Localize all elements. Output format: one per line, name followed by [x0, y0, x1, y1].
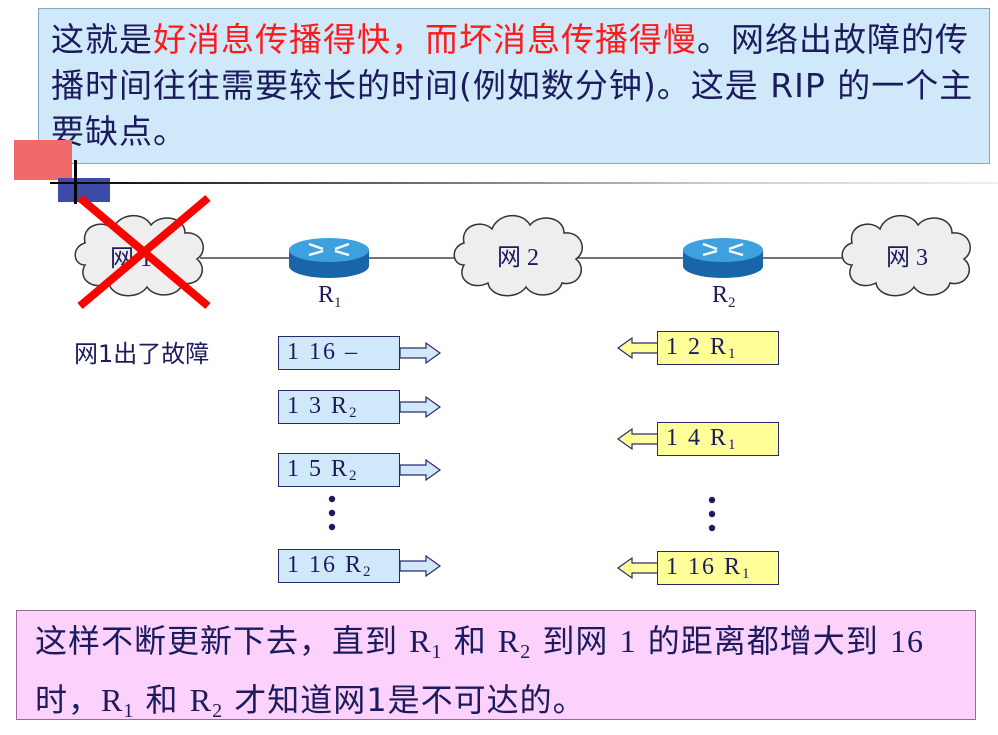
- arrow-left-icon: [616, 427, 659, 451]
- arrow-right-icon: [399, 458, 442, 482]
- bottom-r2-sub: 2: [520, 641, 532, 663]
- entry-net: 1: [287, 393, 301, 419]
- arrow-left-icon: [616, 336, 659, 360]
- entry-next-hop: R: [345, 552, 364, 578]
- router-r2-name: R: [712, 282, 728, 308]
- router-r2-label: R2: [712, 282, 736, 311]
- router-r2-sub: 2: [728, 295, 736, 311]
- entry-next-hop-sub: 1: [742, 566, 750, 582]
- bottom-r2: R: [497, 623, 521, 659]
- entry-distance: 5: [309, 456, 323, 482]
- slide-accent-red: [14, 140, 72, 180]
- r2-update-entry: 1 4 R1: [657, 422, 779, 456]
- bottom-r2b-sub: 2: [212, 700, 224, 722]
- entry-distance: 16: [309, 339, 337, 365]
- bottom-text-t1: 这样不断更新下去，直到: [35, 622, 410, 660]
- bottom-num1: 1: [619, 623, 637, 659]
- bottom-explanation-box: 这样不断更新下去，直到 R1 和 R2 到网 1 的距离都增大到 16 时，R1…: [16, 610, 976, 722]
- slide-accent-vline: [74, 160, 77, 204]
- slide-divider-line: [50, 182, 998, 184]
- entry-next-hop-sub: 1: [728, 437, 736, 453]
- arrow-right-icon: [399, 341, 442, 365]
- bottom-r1b: R: [101, 682, 124, 718]
- entry-next-hop: –: [345, 339, 359, 365]
- router-icon: [289, 238, 369, 278]
- entry-net: 1: [287, 552, 301, 578]
- router-r1-label: R1: [318, 282, 342, 311]
- entry-distance: 3: [309, 393, 323, 419]
- entry-next-hop-sub: 2: [349, 405, 357, 421]
- top-explanation-box: 这就是好消息传播得快，而坏消息传播得慢。网络出故障的传播时间往往需要较长的时间(…: [38, 8, 990, 164]
- r1-update-entry: 1 16 R2: [278, 549, 400, 583]
- r1-update-entry: 1 5 R2: [278, 453, 400, 487]
- arrow-left-icon: [616, 556, 659, 580]
- cloud-net2: [453, 215, 583, 297]
- r1-update-entry: 1 3 R2: [278, 390, 400, 424]
- bottom-r1-sub: 1: [431, 641, 443, 663]
- bottom-text-t3: 到网: [531, 622, 620, 660]
- entry-next-hop-sub: 2: [363, 564, 371, 580]
- entry-next-hop: R: [331, 393, 350, 419]
- entry-net: 1: [666, 554, 680, 580]
- bottom-text-t2: 和: [442, 622, 498, 660]
- bottom-text-t5: 时，: [35, 681, 102, 719]
- vertical-ellipsis-icon: [708, 496, 716, 532]
- top-text-part1: 这就是: [51, 20, 153, 59]
- cloud-net3-label: 网 3: [886, 245, 928, 271]
- entry-distance: 4: [688, 425, 702, 451]
- bottom-r1: R: [409, 623, 432, 659]
- entry-distance: 16: [688, 554, 716, 580]
- fault-label: 网1出了故障: [74, 340, 210, 368]
- entry-net: 1: [666, 425, 680, 451]
- bottom-r2b: R: [189, 682, 213, 718]
- top-text-highlight: 好消息传播得快，而坏消息传播得慢: [153, 20, 697, 59]
- entry-distance: 16: [309, 552, 337, 578]
- failure-cross-icon: [77, 194, 211, 310]
- entry-next-hop: R: [724, 554, 743, 580]
- entry-net: 1: [287, 339, 301, 365]
- entry-net: 1: [666, 334, 680, 360]
- bottom-text-t6: 和: [134, 681, 190, 719]
- cloud-net3: [841, 215, 971, 297]
- bottom-num16: 16: [889, 623, 924, 659]
- r1-update-entry: 1 16 –: [278, 336, 400, 370]
- router-r1-sub: 1: [334, 295, 342, 311]
- arrow-right-icon: [399, 395, 442, 419]
- entry-next-hop-sub: 1: [728, 346, 736, 362]
- r2-update-entry: 1 16 R1: [657, 551, 779, 585]
- router-r1-name: R: [318, 282, 334, 308]
- top-text-part3: 。网络出故障的传播时间往往需要较长的时间(例如数分钟)。这是 RIP 的一个主要…: [51, 20, 974, 151]
- router-icon: [683, 238, 763, 278]
- arrow-right-icon: [399, 554, 442, 578]
- entry-net: 1: [287, 456, 301, 482]
- entry-next-hop: R: [710, 334, 729, 360]
- r2-update-entry: 1 2 R1: [657, 331, 779, 365]
- entry-next-hop: R: [331, 456, 350, 482]
- entry-distance: 2: [688, 334, 702, 360]
- cloud-net2-label: 网 2: [497, 245, 539, 271]
- entry-next-hop: R: [710, 425, 729, 451]
- vertical-ellipsis-icon: [328, 495, 336, 531]
- bottom-text-t7: 才知道网1是不可达的。: [223, 681, 586, 719]
- entry-next-hop-sub: 2: [349, 468, 357, 484]
- bottom-r1b-sub: 1: [123, 700, 135, 722]
- bottom-text-t4: 的距离都增大到: [636, 622, 890, 660]
